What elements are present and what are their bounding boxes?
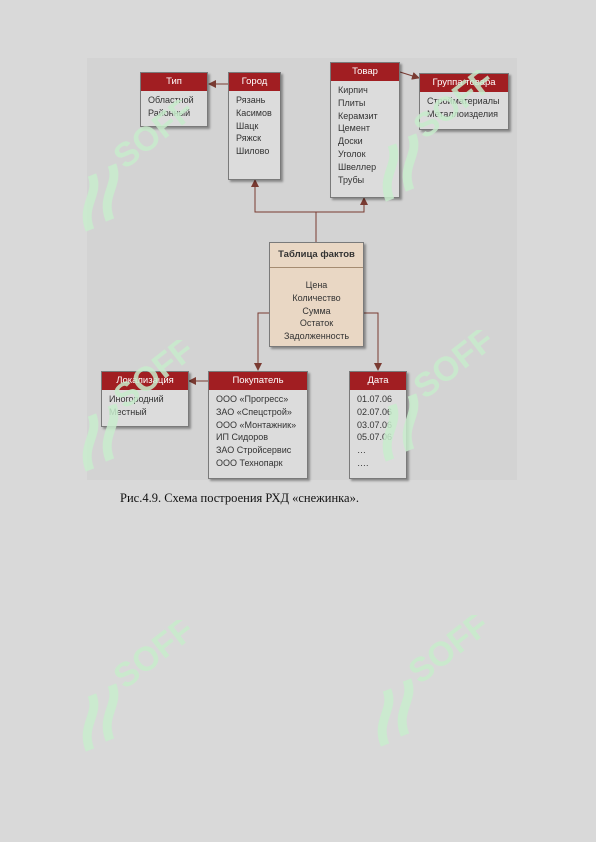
list-item: Керамзит — [338, 110, 378, 121]
entity-lokal-title: Локализация — [102, 372, 188, 390]
list-item: Шацк — [236, 120, 259, 131]
list-item: Задолженность — [283, 331, 350, 342]
entity-gorod: Город Рязань Касимов Шацк Ряжск Шилово — [228, 72, 281, 180]
list-item: Плиты — [338, 97, 366, 108]
list-item: ЗАО Стройсервис — [216, 445, 292, 456]
list-item: Касимов — [236, 107, 272, 118]
watermark-logo: SOFF — [377, 615, 497, 747]
list-item: Доски — [338, 136, 363, 147]
list-item: Стройматериалы — [427, 96, 500, 106]
list-item: 05.07.06 — [357, 432, 393, 443]
entity-gorod-items: Рязань Касимов Шацк Ряжск Шилово — [229, 91, 280, 158]
entity-data: Дата 01.07.06 02.07.06 03.07.06 05.07.06… — [349, 371, 407, 479]
list-item: Районный — [148, 107, 191, 118]
list-item: Швеллер — [338, 161, 377, 172]
list-item: Уголок — [338, 148, 366, 159]
watermark-text: SOFF — [402, 615, 497, 691]
watermark-text: SOFF — [107, 620, 202, 696]
list-item: Областной — [148, 95, 194, 105]
entity-lokal-items: Иногородний Местный — [102, 390, 188, 419]
entity-pokup-items: ООО «Прогресс» ЗАО «Спецстрой» ООО «Монт… — [209, 390, 307, 470]
list-item: Шилово — [236, 146, 270, 157]
list-item: Цена — [305, 280, 328, 290]
fact-table-title: Таблица фактов — [270, 243, 363, 268]
list-item: Сумма — [302, 305, 331, 316]
list-item: Цемент — [338, 123, 370, 134]
link-tovar-to-gruppa — [399, 71, 420, 80]
list-item: …. — [357, 457, 369, 468]
entity-tip-items: Областной Районный — [141, 91, 207, 120]
list-item: ООО «Монтажник» — [216, 419, 297, 430]
entity-gruppa-title: Группа товара — [420, 74, 508, 92]
entity-pokupatel: Покупатель ООО «Прогресс» ЗАО «Спецстрой… — [208, 371, 308, 479]
link-fact-to-tovar — [316, 197, 368, 213]
watermark-logo: SOFF — [382, 330, 502, 462]
entity-data-items: 01.07.06 02.07.06 03.07.06 05.07.06 … …. — [350, 390, 406, 470]
entity-tip-title: Тип — [141, 73, 207, 91]
watermark-text: SOFF — [407, 330, 502, 406]
link-fact-to-data — [364, 312, 382, 371]
entity-tovar-title: Товар — [331, 63, 399, 81]
entity-tovar-items: Кирпич Плиты Керамзит Цемент Доски Уголо… — [331, 81, 399, 186]
list-item: 02.07.06 — [357, 406, 393, 417]
list-item: Ряжск — [236, 133, 262, 144]
fact-table: Таблица фактов Цена Количество Сумма Ост… — [269, 242, 364, 347]
list-item: Иногородний — [109, 394, 164, 404]
fact-table-items: Цена Количество Сумма Остаток Задолженно… — [270, 268, 363, 343]
list-item: 03.07.06 — [357, 419, 393, 430]
list-item: Количество — [292, 292, 341, 303]
entity-lokalizaciya: Локализация Иногородний Местный — [101, 371, 189, 427]
list-item: ЗАО «Спецстрой» — [216, 406, 292, 417]
watermark-logo: SOFF — [82, 100, 202, 232]
entity-data-title: Дата — [350, 372, 406, 390]
list-item: ООО Технопарк — [216, 457, 283, 468]
list-item: … — [357, 445, 366, 456]
watermark-text: SOFF — [107, 340, 202, 416]
list-item: 01.07.06 — [357, 394, 393, 404]
list-item: Кирпич — [338, 85, 368, 95]
watermark-text: SOFF — [407, 70, 502, 146]
list-item: Остаток — [299, 318, 334, 329]
watermark-logo: SOFF — [382, 70, 502, 202]
list-item: ООО «Прогресс» — [216, 394, 289, 404]
list-item: ИП Сидоров — [216, 432, 269, 443]
watermark-logo: SOFF — [82, 340, 202, 472]
watermark-logo: SOFF — [82, 620, 202, 752]
figure-caption: Рис.4.9. Схема построения РХД «снежинка»… — [120, 491, 359, 505]
entity-gruppa-tovara: Группа товара Стройматериалы Металлоизде… — [419, 73, 509, 130]
list-item: Металлоизделия — [427, 108, 499, 119]
watermark-text: SOFF — [107, 100, 202, 176]
entity-gorod-title: Город — [229, 73, 280, 91]
list-item: Рязань — [236, 95, 266, 105]
entity-tovar: Товар Кирпич Плиты Керамзит Цемент Доски… — [330, 62, 400, 198]
entity-pokup-title: Покупатель — [209, 372, 307, 390]
link-fact-to-pokupatel — [254, 312, 269, 371]
entity-gruppa-items: Стройматериалы Металлоизделия — [420, 92, 508, 121]
list-item: Трубы — [338, 174, 365, 185]
list-item: Местный — [109, 406, 147, 417]
link-fact-to-gorod — [251, 179, 317, 242]
entity-tip: Тип Областной Районный — [140, 72, 208, 127]
